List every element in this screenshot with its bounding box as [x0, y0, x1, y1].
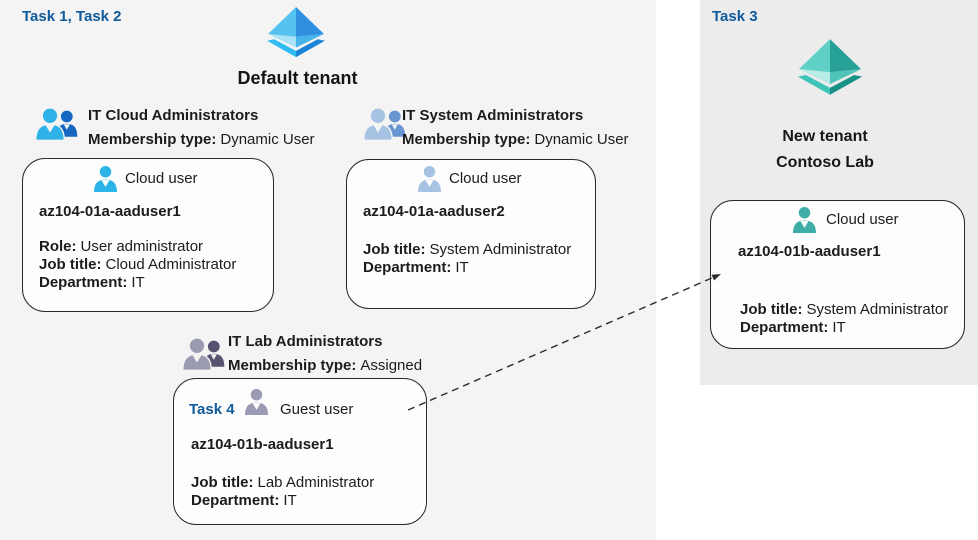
group-system-admins-membership: Membership type:Dynamic User — [402, 131, 629, 148]
new-tenant-user-card: Cloud user az104-01b-aaduser1 Job title:… — [710, 200, 965, 349]
user-jobtitle-line: Job title:Lab Administrator — [191, 474, 375, 491]
guest-user-card: Task 4 Guest user az104-01b-aaduser1 Job… — [173, 378, 427, 525]
group-system-admins-title: IT System Administrators — [402, 107, 584, 124]
group-cloud-admins-icon — [34, 106, 80, 141]
user-department-line: Department:IT — [39, 274, 145, 291]
group-front-person — [363, 107, 393, 141]
cloud-user-icon — [93, 165, 118, 193]
user-name: az104-01b-aaduser1 — [191, 436, 334, 453]
user-type-label: Cloud user — [826, 211, 899, 228]
tenant-face-top-right — [830, 39, 862, 73]
user-department-line: Department:IT — [740, 319, 846, 336]
user-role-line: Role:User administrator — [39, 238, 204, 255]
tenant-face-top-left — [798, 39, 830, 73]
user-jobtitle-line: Job title:System Administrator — [363, 241, 572, 258]
task-3-label: Task 3 — [712, 8, 758, 25]
user-name: az104-01a-aaduser1 — [39, 203, 181, 220]
default-tenant-icon — [263, 6, 329, 60]
tenant-face-bottom-right — [296, 33, 324, 48]
user-name: az104-01b-aaduser1 — [738, 243, 881, 260]
user-card-aaduser1: Cloud user az104-01a-aaduser1 Role:User … — [22, 158, 274, 312]
tenant-base-left — [267, 39, 296, 58]
user-jobtitle-line: Job title:System Administrator — [740, 301, 949, 318]
tenant-face-top-left — [268, 6, 296, 37]
user-card-aaduser2: Cloud user az104-01a-aaduser2 Job title:… — [346, 159, 596, 309]
tenant-base-right — [296, 39, 325, 58]
user-type-label: Cloud user — [449, 170, 522, 187]
group-lab-admins-icon — [181, 336, 227, 371]
group-system-admins-icon — [362, 106, 408, 141]
new-tenant-title-line1: New tenant — [782, 128, 868, 145]
new-tenant-icon — [795, 38, 865, 98]
new-tenant-title: New tenant Contoso Lab — [705, 124, 945, 176]
group-front-person — [35, 107, 65, 141]
user-department-line: Department:IT — [191, 492, 297, 509]
tenant-base-right — [830, 74, 863, 95]
user-name: az104-01a-aaduser2 — [363, 203, 505, 220]
user-type-label: Guest user — [280, 401, 354, 418]
user-department-line: Department:IT — [363, 259, 469, 276]
guest-user-icon — [244, 388, 269, 416]
cloud-user-icon — [792, 206, 817, 234]
task-4-label: Task 4 — [189, 401, 235, 418]
tenant-face-bottom-left — [268, 33, 296, 48]
cloud-user-icon — [417, 165, 442, 193]
group-front-person — [182, 337, 212, 371]
task-1-2-label: Task 1, Task 2 — [22, 8, 122, 25]
group-lab-admins-title: IT Lab Administrators — [228, 333, 383, 350]
user-type-label: Cloud user — [125, 170, 198, 187]
tenant-face-top-right — [296, 6, 324, 37]
user-jobtitle-line: Job title:Cloud Administrator — [39, 256, 237, 273]
group-cloud-admins-title: IT Cloud Administrators — [88, 107, 259, 124]
tenant-base-left — [797, 74, 830, 95]
group-cloud-admins-membership: Membership type:Dynamic User — [88, 131, 315, 148]
default-tenant-title: Default tenant — [237, 68, 358, 88]
new-tenant-title-line2: Contoso Lab — [776, 154, 874, 171]
group-lab-admins-membership: Membership type:Assigned — [228, 357, 423, 374]
